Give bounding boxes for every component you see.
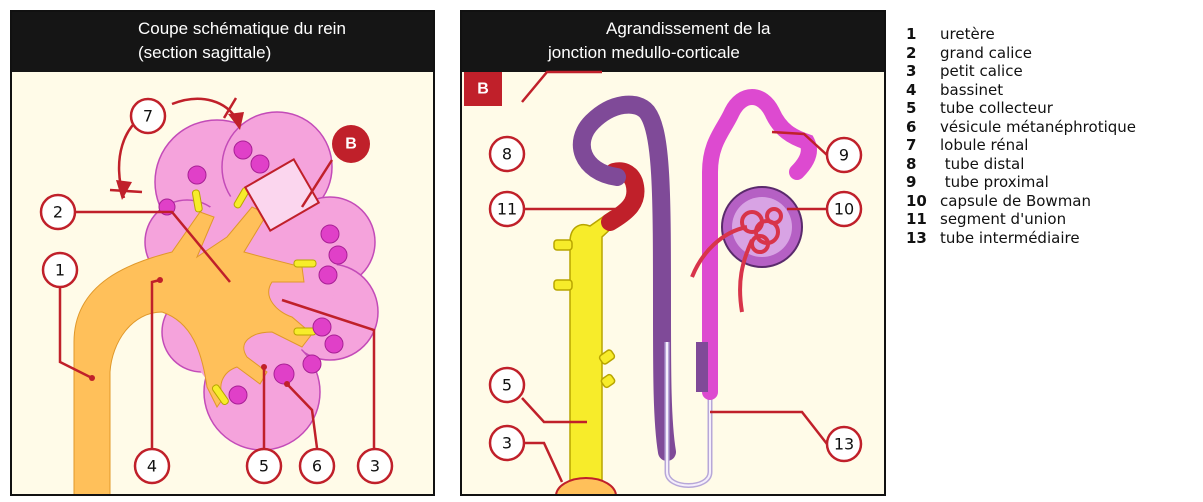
- callout-7: 7: [131, 99, 165, 133]
- callout-B: B: [332, 125, 370, 163]
- legend-label: tube intermédiaire: [940, 229, 1080, 247]
- legend-label: vésicule métanéphrotique: [940, 118, 1136, 136]
- legend-label: grand calice: [940, 44, 1032, 62]
- svg-text:2: 2: [53, 203, 63, 222]
- legend-label: tube proximal: [940, 173, 1049, 191]
- callout-5: 5: [247, 449, 281, 483]
- pointer-1: [89, 375, 95, 381]
- pointer-5: [261, 364, 267, 370]
- callout-8: 8: [490, 137, 524, 171]
- svg-text:4: 4: [147, 457, 157, 476]
- legend-label: lobule rénal: [940, 136, 1028, 154]
- callout-9: 9: [827, 138, 861, 172]
- legend-item: 10capsule de Bowman: [906, 192, 1136, 211]
- legend-number: 9: [906, 173, 940, 192]
- legend-label: uretère: [940, 25, 995, 43]
- callout-4: 4: [135, 449, 169, 483]
- lobule-arrow-right: [172, 99, 237, 120]
- legend-number: 8: [906, 155, 940, 174]
- legend-item: 5tube collecteur: [906, 99, 1136, 118]
- lobule-tick-left: [110, 190, 142, 192]
- collecting-duct: [554, 212, 616, 496]
- pointer-4: [157, 277, 163, 283]
- legend-label: bassinet: [940, 81, 1003, 99]
- callout-6: 6: [300, 449, 334, 483]
- legend-number: 13: [906, 229, 940, 248]
- legend-number: 6: [906, 118, 940, 137]
- legend-number: 10: [906, 192, 940, 211]
- svg-text:5: 5: [502, 376, 512, 395]
- callout-10: 10: [827, 192, 861, 226]
- nephron-panel: Agrandissement de la jonction medullo-co…: [460, 10, 886, 496]
- kidney-section-panel: Coupe schématique du rein (section sagit…: [10, 10, 435, 496]
- svg-text:13: 13: [834, 435, 854, 454]
- legend-number: 5: [906, 99, 940, 118]
- svg-text:1: 1: [55, 261, 65, 280]
- callout-1: 1: [43, 253, 77, 287]
- svg-text:11: 11: [497, 200, 517, 219]
- leader-8: [522, 72, 602, 102]
- pointer-6: [284, 381, 290, 387]
- legend-number: 1: [906, 25, 940, 44]
- leader-13: [710, 412, 827, 444]
- legend-label: tube distal: [940, 155, 1024, 173]
- legend-item: 8 tube distal: [906, 155, 1136, 174]
- svg-text:8: 8: [502, 145, 512, 164]
- callout-3b: 3: [490, 426, 524, 460]
- legend-number: 7: [906, 136, 940, 155]
- callout-3: 3: [358, 449, 392, 483]
- svg-text:3: 3: [370, 457, 380, 476]
- legend-label: tube collecteur: [940, 99, 1053, 117]
- svg-text:3: 3: [502, 434, 512, 453]
- svg-text:9: 9: [839, 146, 849, 165]
- legend-label: capsule de Bowman: [940, 192, 1091, 210]
- nephron-diagram: B: [462, 12, 886, 496]
- svg-text:10: 10: [834, 200, 854, 219]
- leader-3b: [522, 443, 562, 482]
- svg-text:B: B: [345, 136, 357, 153]
- callout-2: 2: [41, 195, 75, 229]
- legend-number: 11: [906, 210, 940, 229]
- legend-number: 4: [906, 81, 940, 100]
- svg-text:6: 6: [312, 457, 322, 476]
- legend-number: 2: [906, 44, 940, 63]
- callout-13: 13: [827, 427, 861, 461]
- callout-11: 11: [490, 192, 524, 226]
- callout-5b: 5: [490, 368, 524, 402]
- legend-label: petit calice: [940, 62, 1023, 80]
- legend-label: segment d'union: [940, 210, 1066, 228]
- section-badge-label: B: [477, 81, 489, 98]
- legend-number: 3: [906, 62, 940, 81]
- legend-item: 9 tube proximal: [906, 173, 1136, 192]
- kidney-diagram: 7 B 2 1 4 5 6 3: [12, 12, 435, 496]
- svg-text:5: 5: [259, 457, 269, 476]
- svg-text:7: 7: [143, 107, 153, 126]
- minor-calyx: [556, 478, 616, 496]
